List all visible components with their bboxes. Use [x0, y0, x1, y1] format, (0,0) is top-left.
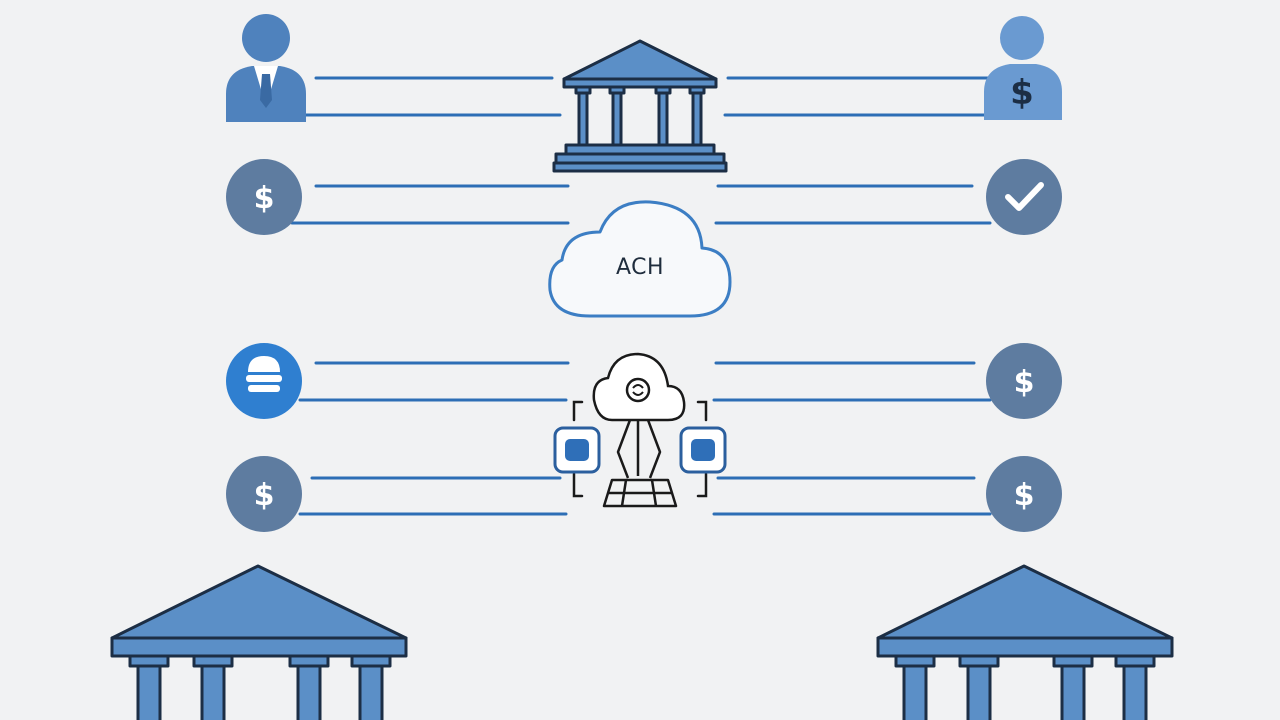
- dollar-circle-icon: $: [986, 343, 1062, 419]
- customer-dollar-icon: $: [984, 16, 1062, 120]
- originating-bank-icon: [110, 564, 408, 720]
- dollar-symbol: $: [254, 478, 275, 513]
- database-circle-icon: [226, 343, 302, 419]
- receiving-bank-icon: [876, 564, 1174, 720]
- dollar-circle-icon: $: [226, 159, 302, 235]
- dollar-symbol: $: [254, 181, 275, 216]
- businessman-icon: [226, 14, 306, 122]
- ach-cloud-icon: ACH: [548, 200, 732, 318]
- dollar-circle-icon: $: [226, 456, 302, 532]
- bank-icon: [552, 39, 728, 173]
- ach-label: ACH: [616, 255, 664, 280]
- dollar-symbol: $: [1014, 365, 1035, 400]
- dollar-circle-icon: $: [986, 456, 1062, 532]
- right-device-node: [679, 426, 727, 474]
- dollar-symbol: $: [1014, 478, 1035, 513]
- checkmark-circle-icon: [986, 159, 1062, 235]
- dollar-symbol: $: [1010, 73, 1034, 113]
- connector-lines: [290, 76, 992, 516]
- left-device-node: [553, 426, 601, 474]
- cloud-network-icon: [553, 352, 727, 508]
